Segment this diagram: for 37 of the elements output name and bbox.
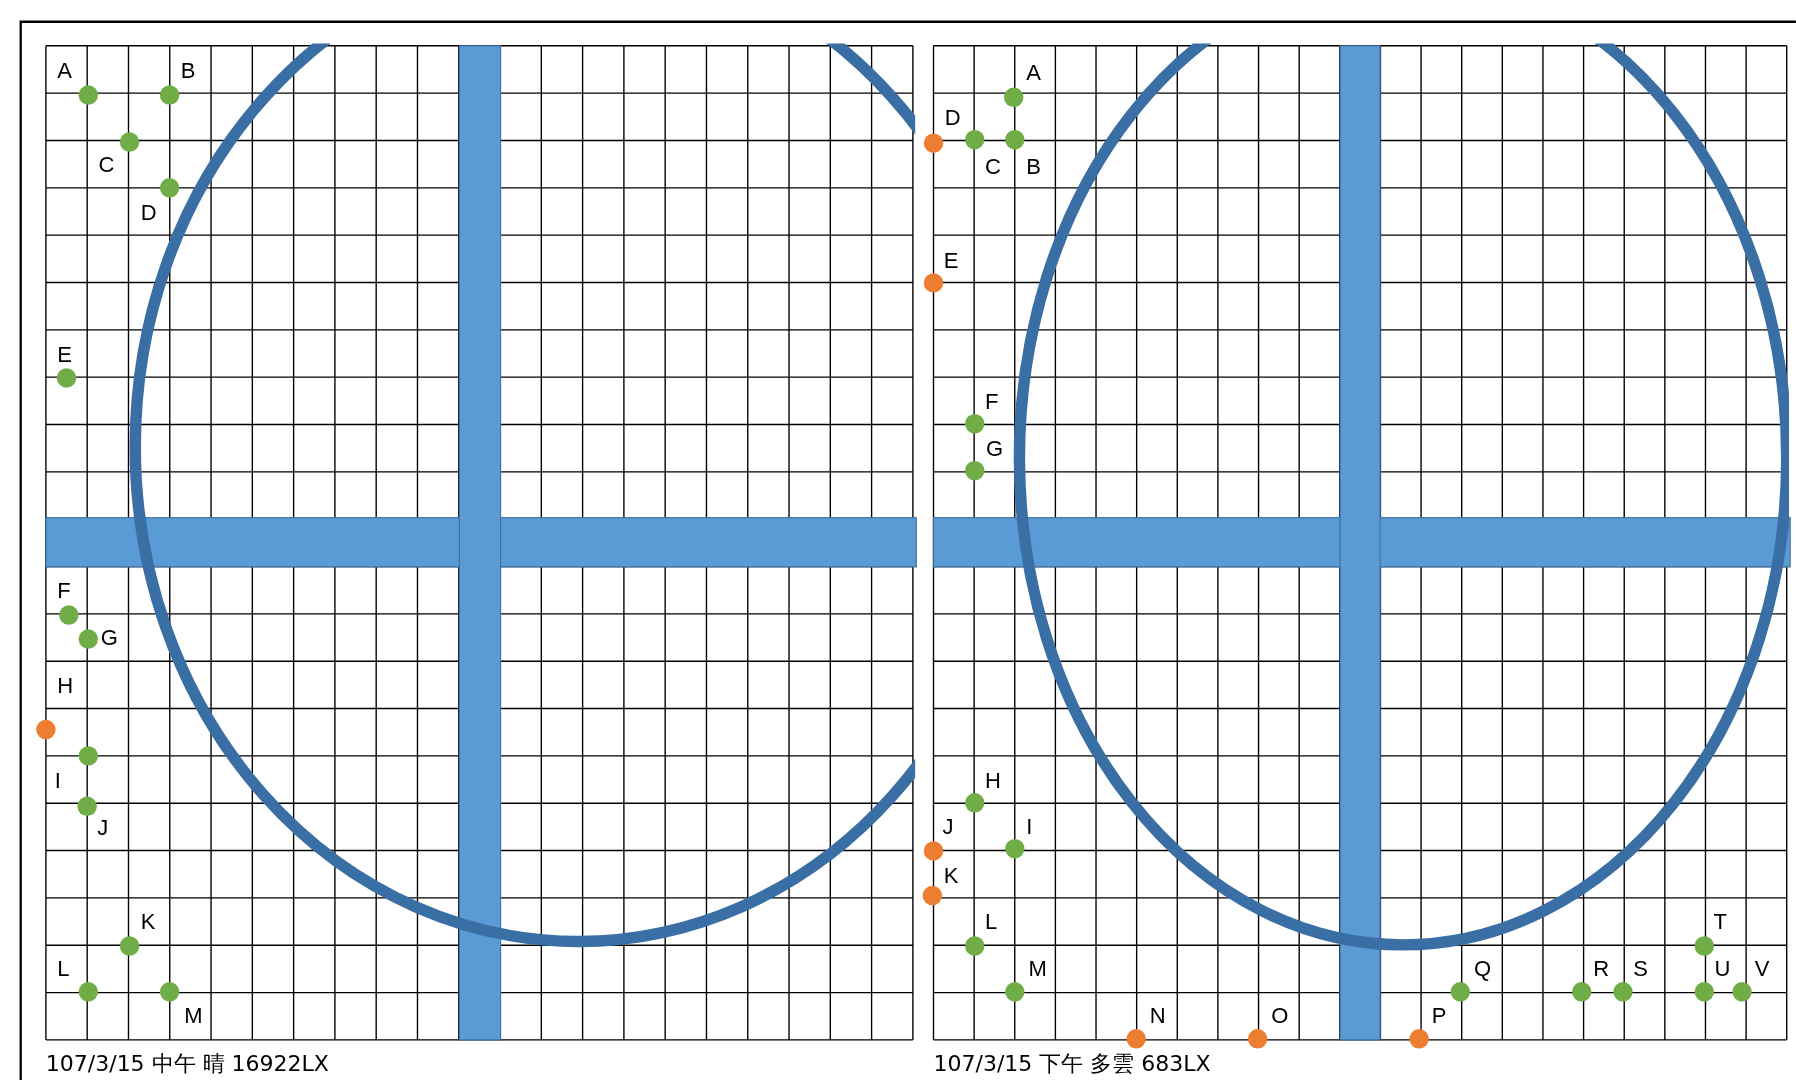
- point-label: G: [986, 438, 1004, 461]
- point-label: K: [140, 911, 156, 934]
- point-label: P: [1431, 1005, 1447, 1028]
- point-label: C: [984, 156, 1001, 179]
- point-label: C: [98, 154, 115, 177]
- point-label: D: [140, 202, 157, 225]
- point-label: R: [1593, 958, 1609, 981]
- point-label: E: [57, 344, 72, 367]
- point-label: E: [943, 250, 959, 273]
- point-label: K: [943, 865, 959, 888]
- point-label: H: [984, 770, 1001, 793]
- point-label: Q: [1474, 958, 1492, 981]
- point-label: M: [1028, 958, 1047, 981]
- point-label: J: [942, 816, 954, 839]
- caption-text: 107/3/15 中午 晴 16922LX: [45, 1052, 329, 1077]
- point-label: I: [1026, 816, 1033, 839]
- point-label: J: [97, 817, 109, 840]
- caption-text: 107/3/15 下午 多雲 683LX: [933, 1052, 1211, 1077]
- point-label: L: [984, 911, 998, 934]
- point-label: D: [944, 107, 961, 130]
- point-label: F: [984, 391, 999, 414]
- point-label: T: [1713, 911, 1727, 934]
- point-label: N: [1149, 1005, 1166, 1028]
- point-label: A: [57, 60, 72, 83]
- point-label: V: [1754, 958, 1770, 981]
- point-label: O: [1271, 1005, 1289, 1028]
- point-label: M: [184, 1005, 203, 1028]
- point-label: B: [1026, 156, 1041, 179]
- point-label: A: [1026, 62, 1041, 85]
- point-label: I: [54, 770, 61, 793]
- point-label: U: [1714, 958, 1731, 981]
- point-label: S: [1633, 958, 1648, 981]
- point-label: B: [180, 60, 196, 83]
- point-label: L: [57, 958, 70, 981]
- point-label: H: [57, 675, 74, 698]
- point-label: F: [57, 580, 71, 603]
- point-label: G: [100, 627, 118, 650]
